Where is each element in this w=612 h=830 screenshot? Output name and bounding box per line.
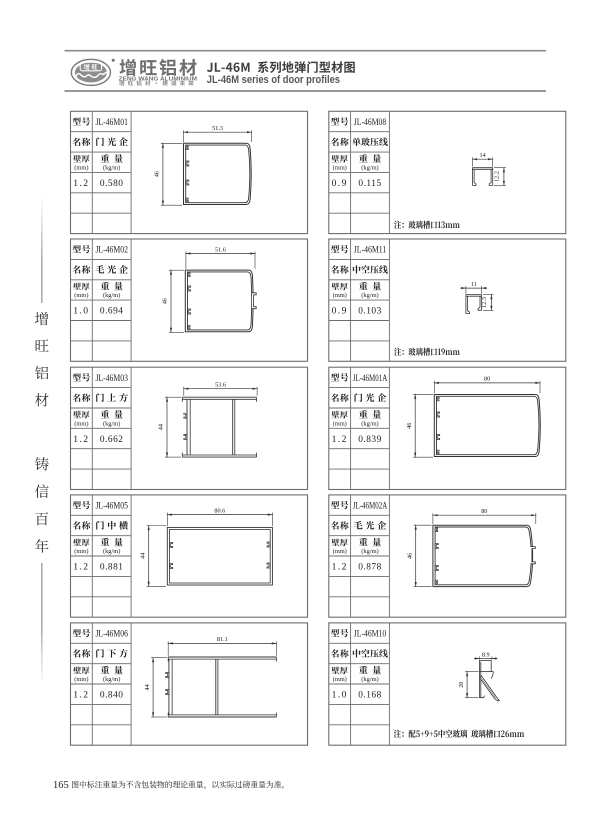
svg-text:0.840: 0.840 xyxy=(100,691,124,701)
svg-text:1.0: 1.0 xyxy=(332,690,348,701)
svg-text:0.103: 0.103 xyxy=(358,307,382,317)
svg-text:(kg/m): (kg/m) xyxy=(361,292,378,299)
svg-text:46: 46 xyxy=(406,423,413,429)
svg-text:51.3: 51.3 xyxy=(212,125,223,132)
svg-text:0.115: 0.115 xyxy=(358,179,381,189)
svg-text:(kg/m): (kg/m) xyxy=(103,292,120,299)
svg-text:51.6: 51.6 xyxy=(215,246,226,253)
svg-text:44: 44 xyxy=(158,424,165,430)
svg-text:11: 11 xyxy=(471,281,477,288)
svg-text:(mm): (mm) xyxy=(74,165,88,172)
svg-text:(kg/m): (kg/m) xyxy=(361,676,378,683)
svg-text:0.839: 0.839 xyxy=(358,435,382,445)
svg-text:(mm): (mm) xyxy=(333,165,347,172)
svg-text:0.662: 0.662 xyxy=(100,435,124,445)
svg-text:1.2: 1.2 xyxy=(332,434,348,445)
svg-text:JL-46M10: JL-46M10 xyxy=(354,629,387,639)
svg-text:1.0: 1.0 xyxy=(73,306,89,317)
svg-text:(mm): (mm) xyxy=(74,676,88,683)
svg-text:0.878: 0.878 xyxy=(358,563,382,573)
svg-text:JL-46M02A: JL-46M02A xyxy=(353,501,388,511)
svg-text:1.2: 1.2 xyxy=(73,562,89,573)
svg-text:0.580: 0.580 xyxy=(100,179,124,189)
svg-text:44: 44 xyxy=(139,553,146,559)
svg-text:(kg/m): (kg/m) xyxy=(361,420,378,427)
svg-text:0.9: 0.9 xyxy=(332,178,348,189)
svg-text:(mm): (mm) xyxy=(333,292,347,299)
svg-text:JL-46M03: JL-46M03 xyxy=(95,373,128,383)
svg-text:0.9: 0.9 xyxy=(332,306,348,317)
svg-text:(mm): (mm) xyxy=(333,548,347,555)
svg-text:JL-46M02: JL-46M02 xyxy=(95,245,128,255)
svg-text:46: 46 xyxy=(162,298,169,304)
svg-text:1.2: 1.2 xyxy=(332,562,348,573)
svg-text:8.9: 8.9 xyxy=(482,651,490,658)
svg-text:0.881: 0.881 xyxy=(100,563,124,573)
svg-text:JL-46M05: JL-46M05 xyxy=(95,501,128,511)
svg-text:1.2: 1.2 xyxy=(73,690,89,701)
svg-text:(mm): (mm) xyxy=(74,292,88,299)
svg-text:JL-46M series of door profiles: JL-46M series of door profiles xyxy=(207,74,340,86)
svg-text:53.6: 53.6 xyxy=(215,382,226,389)
svg-text:(mm): (mm) xyxy=(333,420,347,427)
svg-text:(kg/m): (kg/m) xyxy=(103,676,120,683)
svg-text:(mm): (mm) xyxy=(333,676,347,683)
svg-text:165: 165 xyxy=(53,780,69,791)
svg-text:(kg/m): (kg/m) xyxy=(103,165,120,172)
svg-text:44: 44 xyxy=(144,684,151,690)
svg-text:46: 46 xyxy=(406,553,413,559)
svg-text:1.2: 1.2 xyxy=(73,434,89,445)
svg-text:0.168: 0.168 xyxy=(358,691,382,701)
svg-text:(kg/m): (kg/m) xyxy=(103,420,120,427)
svg-text:46: 46 xyxy=(154,171,161,177)
svg-text:JL-46M11: JL-46M11 xyxy=(354,245,387,255)
svg-text:0.694: 0.694 xyxy=(100,307,124,317)
svg-text:1.2: 1.2 xyxy=(73,178,89,189)
svg-text:(kg/m): (kg/m) xyxy=(361,165,378,172)
svg-text:(mm): (mm) xyxy=(74,420,88,427)
svg-text:(mm): (mm) xyxy=(74,548,88,555)
svg-text:JL-46M01: JL-46M01 xyxy=(95,117,128,127)
svg-text:12.2: 12.2 xyxy=(494,171,501,182)
svg-text:12.3: 12.3 xyxy=(481,297,488,308)
svg-text:JL-46M01A: JL-46M01A xyxy=(353,373,388,383)
svg-text:20: 20 xyxy=(458,682,465,688)
svg-text:JL-46M06: JL-46M06 xyxy=(95,629,128,639)
svg-text:81.1: 81.1 xyxy=(217,636,228,643)
svg-text:14: 14 xyxy=(480,152,486,159)
svg-text:(kg/m): (kg/m) xyxy=(361,548,378,555)
svg-text:(kg/m): (kg/m) xyxy=(103,548,120,555)
svg-text:ZENG WANG ALUMINIUM: ZENG WANG ALUMINIUM xyxy=(119,77,197,83)
svg-text:80: 80 xyxy=(481,508,487,515)
svg-text:80.6: 80.6 xyxy=(214,507,225,514)
svg-text:JL-46M08: JL-46M08 xyxy=(354,117,387,127)
svg-text:80: 80 xyxy=(484,376,490,383)
